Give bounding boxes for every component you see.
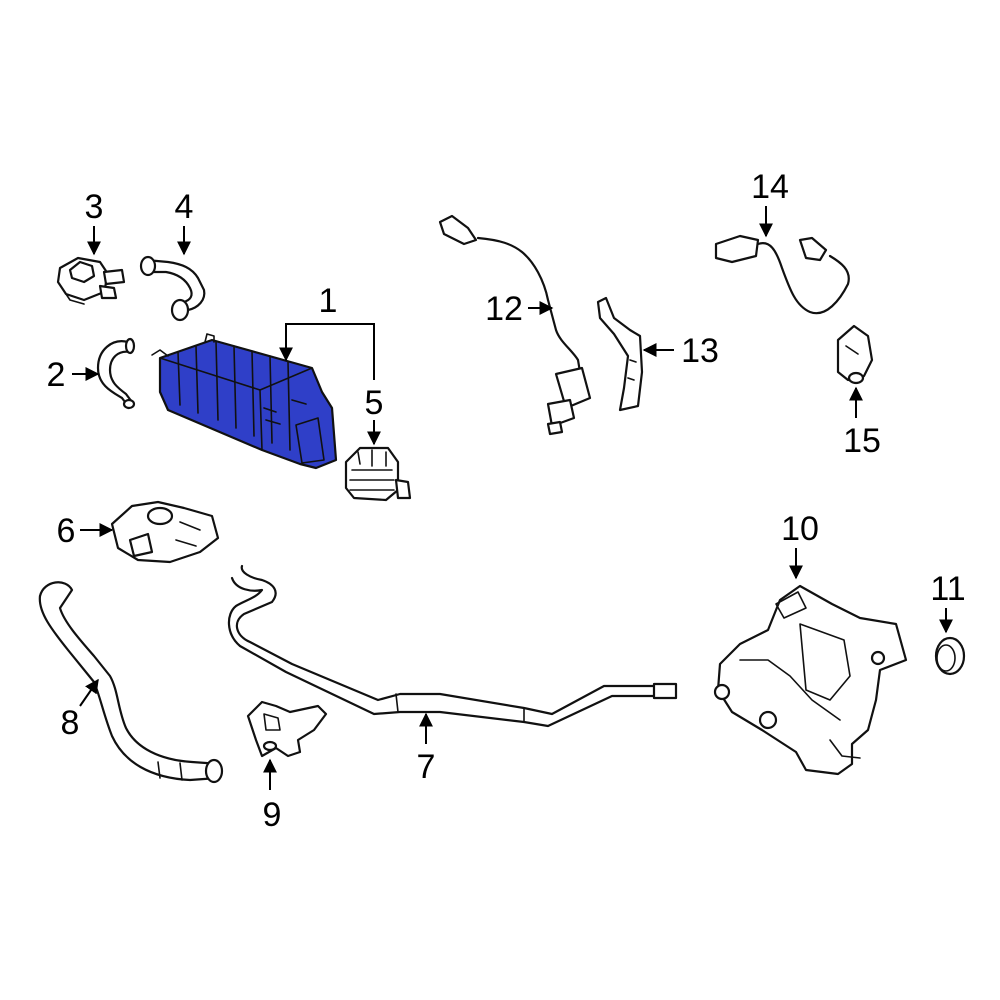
part-4-vapor-pipe[interactable] [139, 255, 206, 322]
part-8-hose[interactable] [38, 581, 224, 784]
callout-5: 5 [365, 384, 384, 422]
part-5-filter[interactable] [344, 446, 412, 502]
part-10-leak-detection-module[interactable] [713, 584, 908, 776]
callout-15: 15 [843, 422, 881, 460]
part-15-bracket[interactable] [836, 324, 874, 385]
callout-14: 14 [751, 168, 789, 206]
callout-9: 9 [263, 796, 282, 834]
part-14-sensor-wire[interactable] [714, 234, 850, 315]
part-2-hose[interactable] [96, 337, 136, 410]
callout-1: 1 [319, 282, 338, 320]
callout-labels: 1 2 3 4 5 6 7 8 9 10 11 12 13 14 15 [47, 168, 966, 834]
callout-4: 4 [175, 188, 194, 226]
callout-10: 10 [781, 510, 819, 548]
callout-11: 11 [930, 570, 965, 608]
callout-13: 13 [681, 332, 719, 370]
part-13-bracket[interactable] [596, 296, 644, 412]
part-12-sensor-harness[interactable] [438, 214, 592, 436]
callout-8: 8 [61, 704, 80, 742]
part-6-pump-module[interactable] [110, 500, 220, 564]
callout-3: 3 [85, 188, 104, 226]
part-1-charcoal-canister[interactable] [151, 333, 338, 470]
part-11-clamp[interactable] [934, 636, 966, 676]
callout-6: 6 [57, 512, 76, 550]
part-7-tube[interactable] [227, 564, 678, 728]
leader-lines [72, 206, 953, 790]
callout-2: 2 [47, 356, 66, 394]
callout-12: 12 [485, 290, 523, 328]
part-3-purge-valve[interactable] [56, 256, 126, 305]
part-9-bracket[interactable] [246, 700, 328, 758]
callout-7: 7 [417, 748, 436, 786]
